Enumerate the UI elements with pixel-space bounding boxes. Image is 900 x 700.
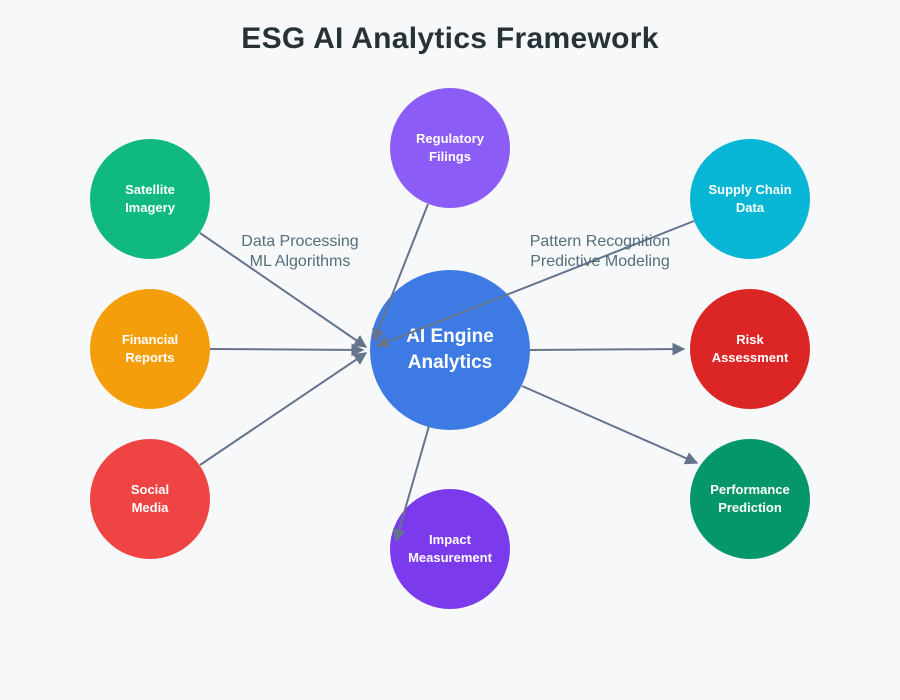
node-financial-reports-label: Financial Reports: [122, 331, 178, 367]
node-label-line: Media: [131, 500, 169, 515]
node-performance-prediction-label: Performance Prediction: [710, 481, 789, 517]
node-label-line: Performance: [710, 481, 790, 497]
node-social-media: Social Media: [90, 439, 210, 559]
node-label-line: Filings: [429, 149, 471, 164]
node-supply-chain-data-label: Supply Chain Data: [708, 181, 791, 217]
node-label-line: Social: [130, 481, 170, 497]
node-label-line: Measurement: [408, 550, 492, 565]
edge-center-to-performance: [521, 385, 699, 465]
edge-center-to-risk: [529, 342, 686, 356]
node-impact-measurement: Impact Measurement: [390, 489, 510, 609]
node-label-line: Regulatory: [416, 130, 484, 146]
node-social-media-label: Social Media: [131, 481, 169, 517]
node-financial-reports: Financial Reports: [90, 289, 210, 409]
node-label-line: Analytics: [407, 352, 493, 373]
edge-label-line: ML Algorithms: [249, 253, 351, 270]
node-impact-measurement-label: Impact Measurement: [408, 531, 492, 567]
node-label-line: Imagery: [125, 200, 175, 215]
node-ai-engine-label: AI Engine Analytics: [406, 324, 494, 375]
node-risk-assessment: Risk Assessment: [690, 289, 810, 409]
node-label-line: AI Engine: [406, 326, 494, 348]
edge-label-data-processing: Data Processing ML Algorithms: [210, 232, 390, 272]
node-performance-prediction: Performance Prediction: [690, 439, 810, 559]
node-label-line: Prediction: [718, 500, 782, 515]
node-label-line: Satellite: [125, 181, 175, 197]
node-satellite-imagery: Satellite Imagery: [90, 139, 210, 259]
node-label-line: Impact: [429, 531, 471, 547]
node-satellite-imagery-label: Satellite Imagery: [125, 181, 175, 217]
node-label-line: Financial: [121, 331, 179, 347]
edge-label-line: Pattern Recognition: [529, 233, 671, 250]
diagram-title: ESG AI Analytics Framework: [241, 22, 659, 55]
node-risk-assessment-label: Risk Assessment: [712, 331, 789, 367]
edge-label-pattern-recognition: Pattern Recognition Predictive Modeling: [510, 232, 690, 272]
node-label-line: Risk: [736, 331, 764, 347]
node-label-line: Assessment: [711, 350, 789, 365]
node-label-line: Reports: [125, 350, 175, 365]
edge-label-line: Data Processing: [241, 233, 359, 250]
node-ai-engine: AI Engine Analytics: [370, 270, 530, 430]
node-label-line: Supply Chain: [708, 181, 792, 197]
edge-social-to-center: [199, 352, 368, 466]
edge-label-line: Predictive Modeling: [530, 253, 670, 270]
node-regulatory-filings: Regulatory Filings: [390, 88, 510, 208]
node-regulatory-filings-label: Regulatory Filings: [416, 130, 484, 166]
node-label-line: Data: [735, 200, 765, 215]
edge-financial-to-center: [209, 343, 365, 357]
node-supply-chain-data: Supply Chain Data: [690, 139, 810, 259]
